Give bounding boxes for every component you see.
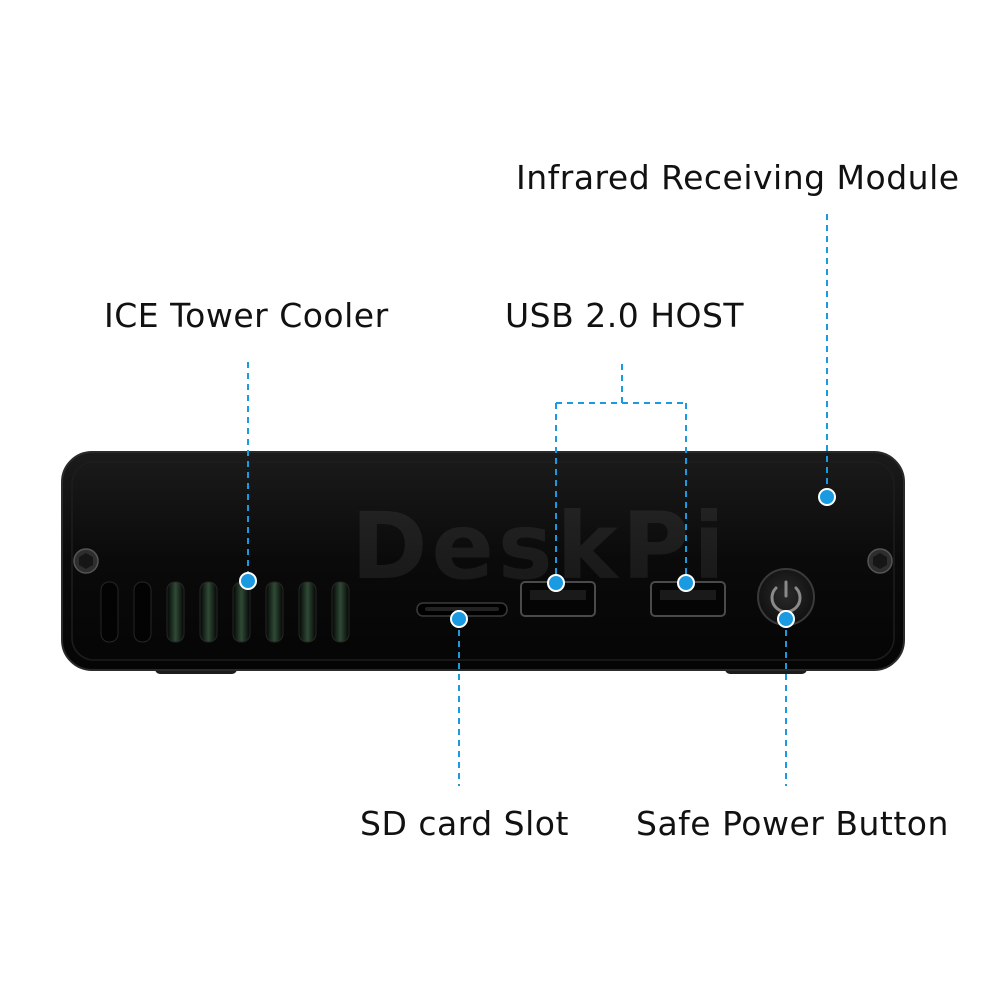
callout-dot-infrared <box>818 488 836 506</box>
label-safe-power-button: Safe Power Button <box>636 804 949 843</box>
label-ice-tower-cooler: ICE Tower Cooler <box>104 296 389 335</box>
callout-lines <box>247 214 828 786</box>
label-usb-host: USB 2.0 HOST <box>505 296 745 335</box>
screw-icon <box>73 548 99 574</box>
screw-icon <box>867 548 893 574</box>
label-sd-card-slot: SD card Slot <box>360 804 569 843</box>
callout-dot-usb-1 <box>547 574 565 592</box>
case-face <box>71 461 895 661</box>
callout-dot-usb-2 <box>677 574 695 592</box>
callout-dot-sd <box>450 610 468 628</box>
cooling-vents <box>100 581 350 643</box>
callout-dot-cooler <box>239 572 257 590</box>
callout-dot-power <box>777 610 795 628</box>
label-infrared-module: Infrared Receiving Module <box>516 158 960 197</box>
callout-dots <box>239 488 836 628</box>
